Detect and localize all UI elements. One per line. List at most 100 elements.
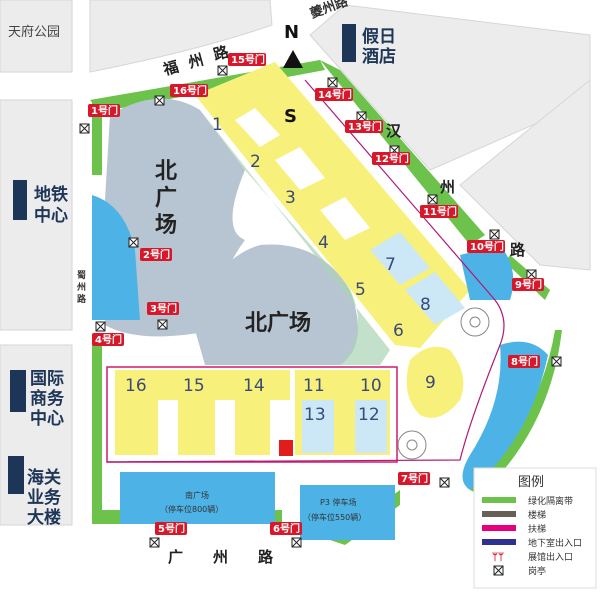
legend-swatch-escalator [482,525,516,531]
gate-badge [420,205,458,218]
block-hotel [309,4,591,171]
gate-badge [315,88,353,101]
road-guangzhou-1: 广 [168,548,183,566]
gate-label: 15号门 [231,53,265,66]
gate-15: 15号门 [228,53,266,66]
legend-swatch-stairs [482,511,516,517]
gate-3: 3号门 [147,302,179,315]
legend-label-2: 扶梯 [528,523,546,535]
hall-16: 16 [125,376,147,396]
gate-13: 13号门 [345,120,383,133]
escalator-line [106,79,505,463]
booth-icon [551,356,562,367]
north-plaza-label-2: 广 [155,185,177,211]
south-parking-label: 南广场 [185,490,209,500]
hall-labels: 1 2 3 4 5 6 7 8 9 10 11 12 13 14 15 16 [125,115,436,425]
legend-label-0: 绿化隔离带 [528,495,573,507]
road-guangzhou-2: 州 [212,548,228,566]
hall-10: 10 [360,376,382,396]
gate-12: 12号门 [372,152,410,165]
road-fuzhou-2: 州 [185,51,205,73]
west-parking [92,195,140,320]
road-fuzhou-3: 路 [211,42,231,64]
hall-8-block [405,272,465,325]
gate-badge [228,53,266,66]
place-customs-3: 大楼 [27,507,61,528]
gate-label: 1号门 [91,104,118,117]
gate-label: 10号门 [470,240,504,253]
walkway [200,110,390,365]
road-hanzhou-1: 汉 [386,122,402,140]
place-business-2: 商务 [30,388,65,409]
legend-title: 图例 [518,475,544,490]
gate-label: 3号门 [150,302,177,315]
place-business-1: 国际 [30,369,64,389]
hall-15: 15 [183,376,205,396]
booth-icon [489,229,500,240]
gate-4: 4号门 [92,333,124,346]
booth-icon [149,537,160,548]
gate-label: 14号门 [318,88,352,101]
gate-label: 9号门 [515,278,542,291]
gate-badge [92,333,124,346]
north-plaza-label-3: 场 [155,213,177,238]
hall-1: 1 [212,115,223,135]
booth-icon [217,65,228,76]
gate-badge [155,522,187,535]
gate-label: 7号门 [401,472,428,485]
gate-9: 9号门 [512,278,544,291]
gate-label: 11号门 [423,205,457,218]
place-tianfu-park: 天府公园 [8,25,60,40]
gate-label: 13号门 [348,120,382,133]
p3-parking-label: P3 停车场 [320,497,356,507]
road-hanzhou-3: 路 [510,241,526,259]
hall-12-block [355,400,387,453]
booth-icon [427,194,438,205]
booth-icon [154,95,165,106]
p3-parking [300,485,395,540]
gate-badge [467,240,505,253]
hall-2: 2 [250,152,261,172]
hall-4: 4 [318,233,329,253]
gate-label: 16号门 [173,84,207,97]
p3-parking-capacity: （停车位550辆） [303,512,366,522]
legend-swatch-green [482,497,516,503]
building-icon [10,370,26,412]
booth-icon [439,477,450,488]
roundabouts [397,307,490,460]
booth-icon [291,537,302,548]
place-business-3: 中心 [30,408,64,429]
building-icon [8,456,24,494]
hall-3: 3 [285,188,296,208]
building-icon [342,24,356,62]
block-metro [0,99,73,331]
legend-label-3: 地下室出入口 [528,537,582,549]
gate-10: 10号门 [467,240,505,253]
booth-icon [128,237,139,248]
gate-14: 14号门 [315,88,353,101]
road-shuzhou-3: 路 [77,293,87,305]
gate-label: 6号门 [273,522,300,535]
gate-7: 7号门 [398,472,430,485]
gate-label: 2号门 [143,248,170,261]
gate-16: 16号门 [170,84,208,97]
gate-1: 1号门 [88,104,120,117]
hall-8: 8 [420,295,431,315]
building-icon [13,180,27,220]
legend-label-5: 岗亭 [528,565,546,577]
block-tianfu-park [0,0,73,73]
p4-parking [460,245,514,300]
hall-12: 12 [358,405,380,425]
legend-label-1: 楼梯 [528,509,546,521]
place-metro-1: 地铁 [34,184,68,205]
hall-14: 14 [243,376,265,396]
place-hotel-1: 假日 [362,26,396,47]
gate-badge [270,522,302,535]
building-icons [8,24,356,494]
gate-badge [140,248,172,261]
place-customs-2: 业务 [27,487,62,508]
north-plaza-label: 北广场 [245,310,311,336]
gate-label: 4号门 [95,333,122,346]
